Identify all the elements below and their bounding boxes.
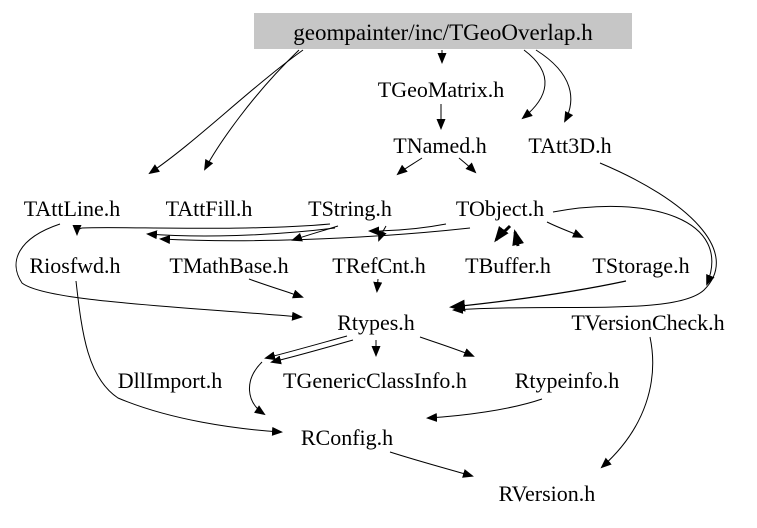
edge-trefcnt-to-rtypes — [373, 278, 383, 293]
edge-tobject-to-tstorage — [546, 221, 584, 238]
edge-tbuffer-to-tobject — [512, 229, 524, 247]
edge-tobject-to-tversioncheck — [552, 205, 715, 286]
node-tgeooverlap-root: geompainter/inc/TGeoOverlap.h — [254, 13, 632, 49]
node-rtypes[interactable]: Rtypes.h — [337, 310, 415, 335]
node-rversion[interactable]: RVersion.h — [499, 481, 596, 506]
edge-rtypes-to-rtypeinfo — [419, 336, 475, 357]
node-tgeomatrix[interactable]: TGeoMatrix.h — [378, 77, 504, 102]
node-tgenericclassinfo[interactable]: TGenericClassInfo.h — [283, 368, 467, 393]
edge-tgenericclassinfo-to-rconfig — [249, 361, 266, 416]
node-rtypeinfo[interactable]: Rtypeinfo.h — [515, 368, 620, 393]
node-tobject[interactable]: TObject.h — [456, 196, 544, 221]
node-trefcnt[interactable]: TRefCnt.h — [332, 253, 426, 278]
edge-tversioncheck-to-rversion — [600, 336, 654, 469]
node-tattfill[interactable]: TAttFill.h — [166, 196, 253, 221]
edge-tobject-to-tattfill — [159, 227, 471, 244]
node-tattline[interactable]: TAttLine.h — [24, 196, 121, 221]
node-tmathbase[interactable]: TMathBase.h — [169, 253, 288, 278]
edge-tnamed-to-tobject — [458, 157, 477, 174]
edge-tattline-to-rtypes — [15, 223, 303, 321]
node-tatt3d[interactable]: TAtt3D.h — [528, 133, 611, 158]
node-tversioncheck[interactable]: TVersionCheck.h — [571, 310, 724, 335]
edge-tgenericclassinfo-to-rtypes — [270, 339, 354, 365]
edge-tstring-to-tmathbase — [291, 225, 339, 242]
edge-tobject-to-tbuffer — [494, 224, 512, 243]
edge-rconfig-to-rversion — [389, 451, 474, 478]
edge-group — [15, 49, 717, 478]
node-riosfwd[interactable]: Riosfwd.h — [29, 253, 120, 278]
edge-tnamed-to-tstring — [396, 157, 423, 176]
node-labels: TGeoMatrix.h TNamed.h TAtt3D.h TAttLine.… — [24, 77, 725, 506]
node-tstorage[interactable]: TStorage.h — [592, 253, 689, 278]
node-rconfig[interactable]: RConfig.h — [301, 425, 393, 450]
edge-tmathbase-to-rtypes — [248, 278, 304, 299]
root-node-label: geompainter/inc/TGeoOverlap.h — [293, 20, 593, 45]
edge-tstring-to-trefcnt — [378, 225, 387, 242]
edge-rtypeinfo-to-rconfig — [426, 398, 543, 422]
edge-riosfwd-to-rconfig — [75, 280, 283, 436]
node-tbuffer[interactable]: TBuffer.h — [465, 253, 551, 278]
edge-tgeooverlap-to-tnamed — [521, 49, 546, 120]
root-node-box — [254, 13, 632, 49]
edge-tgeooverlap-to-tattfill — [204, 49, 300, 171]
edge-tstorage-to-rtypes — [449, 280, 627, 312]
node-dllimport[interactable]: DllImport.h — [118, 368, 223, 393]
edge-tobject-to-tstring — [368, 223, 447, 236]
edge-tstring-to-riosfwd — [72, 223, 331, 236]
node-tnamed[interactable]: TNamed.h — [393, 133, 486, 158]
edge-tgeooverlap-to-tattline — [148, 49, 304, 175]
edge-rtypes-to-dllimport — [264, 335, 348, 361]
edge-tgeooverlap-to-tatt3d — [535, 49, 574, 123]
edge-tatt3d-to-rtypes — [452, 162, 717, 314]
node-tstring[interactable]: TString.h — [308, 196, 392, 221]
edge-tstring-to-tattline — [146, 227, 336, 240]
